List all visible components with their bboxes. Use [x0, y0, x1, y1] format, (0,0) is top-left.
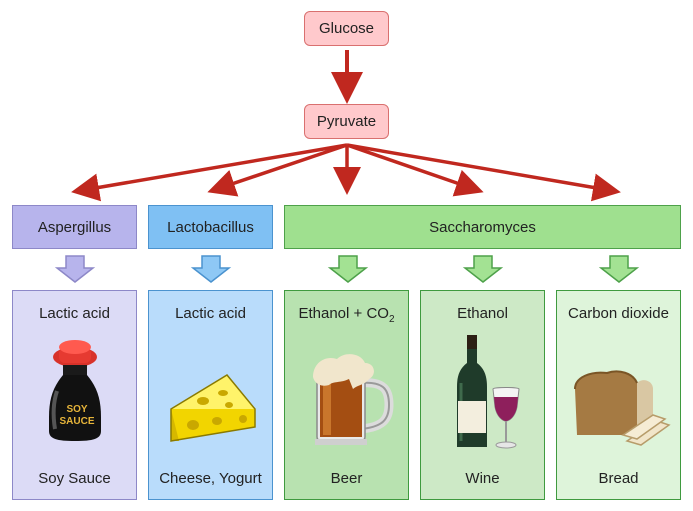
down-arrow-wine: [462, 255, 504, 283]
arrow-to-wine: [346, 143, 484, 197]
arrow-to-bread: [346, 143, 621, 202]
arrow-to-aspergillus: [71, 143, 348, 202]
glucose-node: Glucose: [304, 11, 389, 46]
product-bottom-label: Wine: [465, 470, 500, 487]
product-panel-beer: Ethanol + CO2 Beer: [284, 290, 409, 500]
beer-mug-icon: [313, 354, 394, 445]
arrow-to-lactobacillus: [207, 143, 348, 197]
product-panel-wine: Ethanol Wine: [420, 290, 545, 500]
product-panel-soy-sauce: Lactic acid SOY SAUCE Soy Sauce: [12, 290, 137, 500]
saccharomyces-node: Saccharomyces: [284, 205, 681, 249]
product-top-label: Carbon dioxide: [568, 305, 669, 322]
product-panel-bread: Carbon dioxide Bread: [556, 290, 681, 500]
product-bottom-label: Beer: [330, 470, 363, 487]
soy-label-line2: SAUCE: [59, 416, 94, 427]
product-bottom-label: Bread: [598, 470, 639, 487]
product-bottom-label: Soy Sauce: [38, 470, 111, 487]
product-top-label: Lactic acid: [175, 305, 246, 322]
down-arrow-lactobacillus: [190, 255, 232, 283]
down-arrow-aspergillus: [54, 255, 96, 283]
down-arrow-bread: [598, 255, 640, 283]
pyruvate-node: Pyruvate: [304, 104, 389, 139]
ethanol-co2-text: Ethanol + CO: [298, 305, 389, 322]
lactobacillus-node: Lactobacillus: [148, 205, 273, 249]
aspergillus-node: Aspergillus: [12, 205, 137, 249]
aspergillus-label: Aspergillus: [37, 218, 112, 236]
bread-icon: [574, 370, 671, 446]
glucose-label: Glucose: [318, 20, 375, 37]
cheese-icon: [170, 374, 256, 442]
pyruvate-label: Pyruvate: [316, 113, 377, 130]
co2-subscript: 2: [388, 314, 395, 325]
soy-label-line1: SOY: [66, 404, 87, 415]
product-top-label: Lactic acid: [39, 305, 110, 322]
saccharomyces-label: Saccharomyces: [429, 218, 536, 236]
soy-sauce-bottle-icon: SOY SAUCE: [49, 340, 101, 441]
product-top-label: Ethanol + CO2: [285, 305, 408, 325]
lactobacillus-label: Lactobacillus: [167, 218, 254, 236]
product-panel-cheese: Lactic acid Cheese, Yogurt: [148, 290, 273, 500]
product-bottom-label: Cheese, Yogurt: [159, 470, 262, 487]
down-arrow-beer: [327, 255, 369, 283]
product-top-label: Ethanol: [457, 305, 508, 322]
wine-bottle-glass-icon: [457, 335, 520, 449]
